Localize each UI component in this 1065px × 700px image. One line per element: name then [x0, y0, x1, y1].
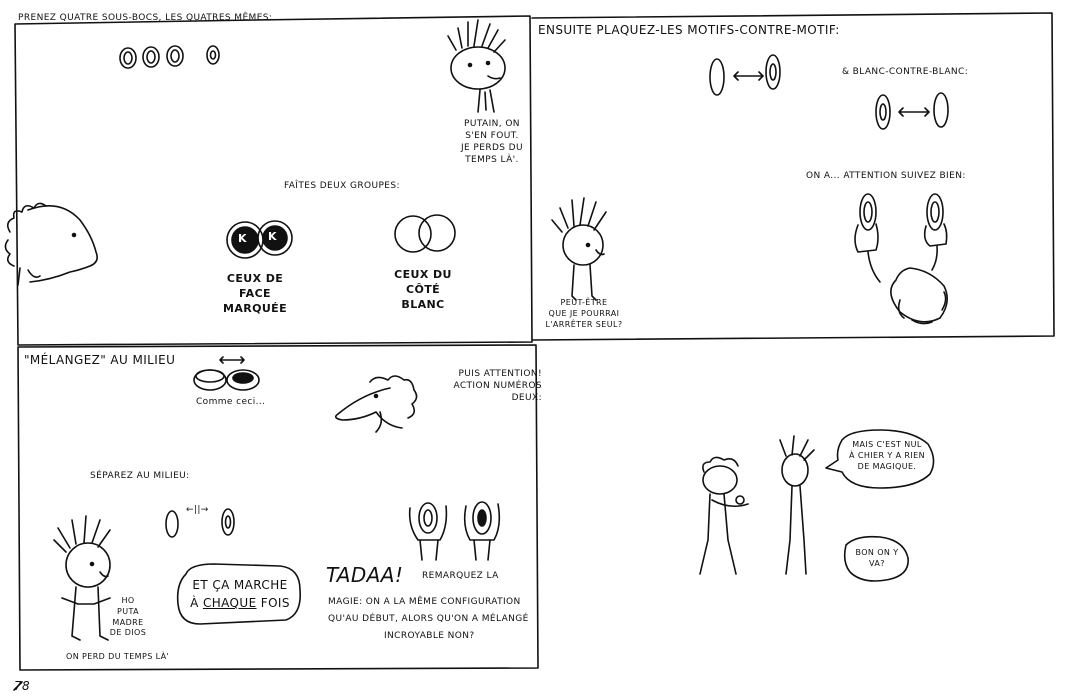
page-number: 78 — [14, 679, 31, 693]
panel-borders — [14, 12, 1055, 671]
profile-face-character-icon — [334, 375, 418, 433]
speech-line: Mais c'est nul — [852, 440, 922, 449]
panel3-caption: "Mélangez" au milieu — [24, 353, 176, 367]
label-line: Ceux du — [394, 268, 452, 281]
label-line: marquée — [222, 301, 288, 315]
label-line: Ceux de — [226, 272, 284, 285]
remarquez-text: Remarquez la — [422, 571, 499, 581]
attention-caption: On a... attention suivez bien: — [806, 171, 966, 181]
hand-coins-result-icon — [408, 501, 501, 561]
text-line: deux: — [511, 393, 542, 404]
speech-line: s'en fout. — [465, 131, 519, 142]
speech-mais-cest-nul: Mais c'est nul à chier y a rien de magiq… — [832, 440, 942, 472]
blank-to-blank-diagram — [875, 92, 949, 130]
label-line: blanc — [401, 297, 445, 311]
puis-attention: Puis attention! Action numéros deux: — [432, 368, 542, 404]
marked-coins-icon — [226, 220, 293, 259]
speech-bubble-mais-cest-nul — [825, 429, 935, 489]
kid-exclaim: Ho puta madre de dios — [98, 596, 158, 639]
spiky-hair-character-icon — [447, 19, 506, 113]
speech-line: Bon on y — [855, 548, 899, 557]
text-line: incroyable non? — [384, 631, 475, 642]
label-line: côté — [405, 282, 441, 296]
bubble-et-ca-marche: Et ça marche à chaque fois — [182, 576, 298, 612]
speech-line: Peut-être — [560, 298, 608, 307]
separez-caption: Séparez au milieu: — [90, 471, 190, 481]
speech-line: Putain, on — [464, 119, 520, 129]
spiky-kid-character-icon — [551, 197, 607, 301]
groups-title: Faîtes deux groupes: — [284, 181, 400, 191]
speech-line: de magique. — [857, 461, 917, 471]
spiky-kid-panel3-icon — [53, 515, 111, 641]
hands-with-coasters-icon — [854, 193, 948, 325]
panel1-speech: Putain, on s'en fout. Je perds du temps … — [446, 118, 538, 167]
group-left-label: Ceux de face marquée — [210, 272, 300, 317]
mixing-coins-icon — [193, 356, 260, 391]
text-line: madre — [112, 617, 144, 627]
speech-line: Je perds du — [461, 143, 523, 154]
page-number-mark — [13, 681, 23, 691]
bubble-line: Et ça marche — [192, 578, 288, 592]
coin-letter-left: K — [238, 232, 247, 245]
text-line: Puis attention! — [458, 369, 542, 379]
bubble-word-underlined: chaque — [202, 596, 257, 610]
blank-caption: & blanc-contre-blanc: — [842, 67, 969, 77]
speech-line: va? — [869, 558, 885, 568]
motif-to-motif-diagram — [709, 54, 781, 96]
speech-bubble-et-ca-marche — [176, 563, 302, 625]
speech-bon-on-y-va: Bon on y va? — [846, 548, 908, 570]
curly-hair-character-icon — [4, 202, 98, 286]
text-line: magie: on a la même configuration — [328, 597, 521, 607]
blank-coins-icon — [394, 214, 456, 253]
bubble-word: fois — [260, 596, 290, 610]
coin-letter-right: K — [268, 230, 277, 243]
text-line: de dios — [109, 628, 147, 638]
speech-line: l'arrêter seul? — [545, 319, 623, 329]
speech-line: temps là'. — [465, 155, 519, 166]
panel2-caption: Ensuite plaquez-les motifs-contre-motif: — [538, 23, 840, 37]
separate-arrow: ←||→ — [186, 505, 209, 515]
text-line: Action numéros — [453, 381, 542, 392]
speech-line: que je pourrai — [548, 308, 620, 318]
separate-coins-diagram — [165, 508, 235, 538]
panel1-caption: Prenez quatre sous-bocs, les quatres mêm… — [18, 13, 273, 23]
text-line: qu'au début, alors qu'on a mélangé — [328, 614, 529, 625]
bubble-word: à — [190, 596, 199, 610]
kid-exclaim-bottom: on perd du temps là' — [66, 652, 170, 661]
text-line: puta — [116, 606, 140, 616]
comme-ceci: Comme ceci... — [196, 397, 266, 407]
speech-line: à chier y a rien — [849, 450, 925, 460]
label-line: face — [239, 286, 271, 300]
text-line: Ho — [121, 596, 135, 605]
four-coasters-icon — [119, 45, 220, 69]
tadaa-text: Tadaa! — [326, 563, 404, 587]
kid-speech: Peut-être que je pourrai l'arrêter seul? — [534, 298, 634, 330]
group-right-label: Ceux du côté blanc — [378, 268, 468, 313]
magie-text: magie: on a la même configuration qu'au … — [328, 594, 529, 645]
two-characters-talking-icon — [699, 435, 815, 575]
bubble-line-2: à chaque fois — [182, 594, 298, 612]
speech-bubble-bon-on-y-va — [843, 535, 909, 582]
